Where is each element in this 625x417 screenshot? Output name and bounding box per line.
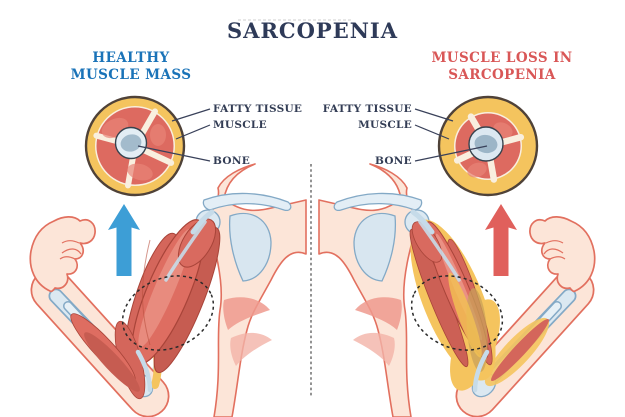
label-muscle-right: MUSCLE [358, 119, 412, 131]
label-muscle-left: MUSCLE [213, 119, 267, 131]
label-fatty-tissue-right: FATTY TISSUE [322, 103, 412, 115]
label-fatty-tissue-left: FATTY TISSUE [213, 103, 303, 115]
healthy-heading: HEALTHY MUSCLE MASS [31, 50, 231, 84]
page-title: SARCOPENIA [226, 18, 399, 43]
sarcopenia-arm-illustration [319, 97, 595, 417]
healthy-cross-section [86, 97, 184, 195]
healthy-arm-illustration [30, 97, 306, 417]
sarcopenia-heading: MUSCLE LOSS IN SARCOPENIA [392, 50, 612, 84]
healthy-heading-line1: HEALTHY [92, 50, 170, 66]
label-bone-left: BONE [213, 155, 251, 167]
up-arrow-icon [485, 204, 517, 276]
sarcopenia-heading-line2: SARCOPENIA [448, 67, 556, 83]
label-bone-right: BONE [374, 155, 412, 167]
sarcopenia-cross-section [439, 97, 537, 195]
sarcopenia-heading-line1: MUSCLE LOSS IN [431, 50, 573, 66]
healthy-heading-line2: MUSCLE MASS [70, 67, 192, 83]
up-arrow-icon [108, 204, 140, 276]
